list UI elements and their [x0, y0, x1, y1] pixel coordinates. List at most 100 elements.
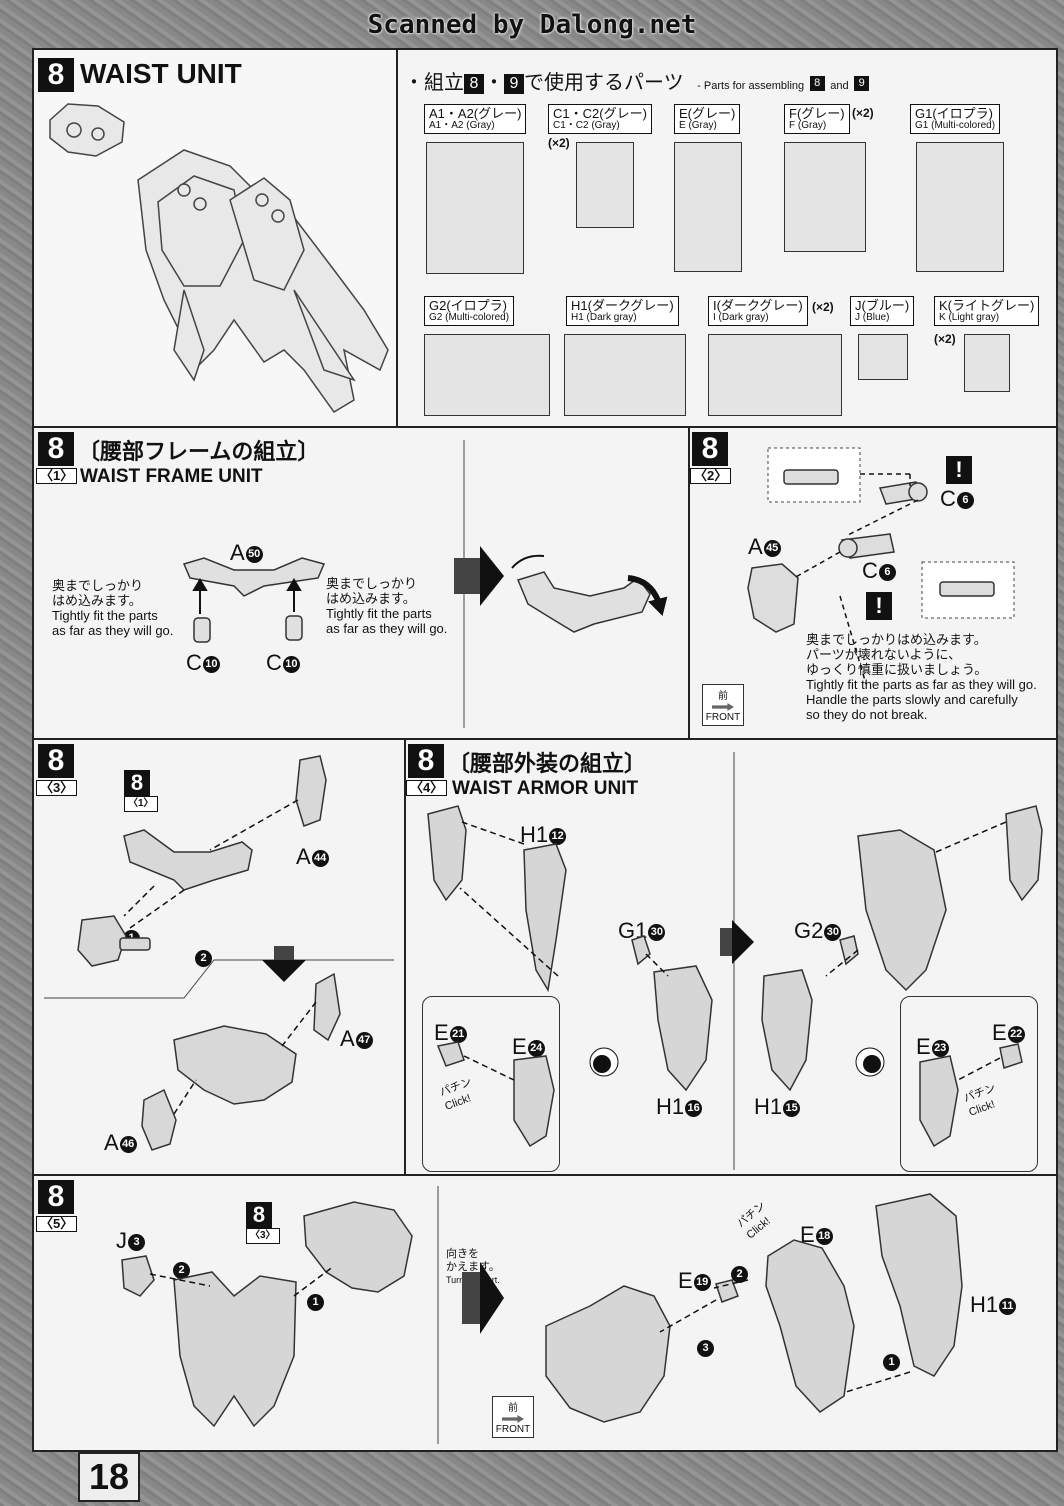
scan-credit: Scanned by Dalong.net [367, 10, 697, 40]
main-step-title: WAIST UNIT [80, 58, 242, 89]
runner-label-e: E(グレー)E (Gray) [674, 104, 741, 134]
runner-label-a: A1・A2(グレー)A1・A2 (Gray) [424, 104, 527, 134]
step5-order-1-right: 1 [883, 1354, 900, 1371]
waist-unit-illustration [49, 103, 389, 413]
step-8-2-note: 奥までしっかりはめ込みます。パーツが壊れないように、ゆっくり慎重に扱いましょう。… [806, 632, 1037, 722]
step-8-5-diagram [121, 1186, 963, 1444]
runner-j-sprue [858, 334, 908, 380]
step-8-5-ref-substep: 〈3〉 [246, 1228, 280, 1244]
page-number: 18 [78, 1452, 140, 1502]
step-8-2-number: 8 [692, 432, 728, 466]
part-e22-shape [999, 1043, 1023, 1069]
assembled-frame-shape [173, 1025, 297, 1105]
part-g2-30-shape [839, 935, 859, 966]
parts-step-b: 9 [504, 73, 524, 94]
step-8-5-substep: 〈5〉 [36, 1216, 78, 1232]
runner-label-g1: G1(イロプラ)G1 (Multi-colored) [910, 104, 1001, 134]
step-8-3-substep: 〈3〉 [36, 780, 78, 796]
runner-c-sprue [576, 142, 634, 228]
step5-order-2-right: 2 [731, 1266, 748, 1283]
step-8-4-substep: 〈4〉 [406, 780, 448, 796]
runner-c-multiplier: (×2) [548, 136, 570, 150]
right-armor-h1-shape [857, 829, 947, 992]
step-8-3-ref-number: 8 [124, 770, 150, 796]
step-8-3-panel: 8 〈3〉 8 〈1〉 A44 A47 A46 1 2 [34, 740, 406, 1176]
part-c10-right-shape [285, 615, 303, 641]
part-e24-shape [513, 1055, 555, 1148]
step-8-1-title-en: WAIST FRAME UNIT [80, 466, 263, 487]
runner-label-c: C1・C2(グレー)C1・C2 (Gray) [548, 104, 652, 134]
waist-armor-pair-shape [173, 1271, 297, 1428]
part-h1-12-shape [523, 843, 567, 993]
step-8-1-diagram [182, 440, 668, 728]
part-a44-shape [295, 755, 327, 827]
sub-detail-box-right [900, 996, 1038, 1172]
runner-f-sprue [784, 142, 866, 252]
parts-step-a: 8 [464, 73, 484, 94]
step-8-4-number: 8 [408, 744, 444, 778]
part-a45-assembled-shape [77, 915, 127, 967]
part-a50-shape [182, 557, 326, 597]
runner-label-h1: H1(ダークグレー)H1 (Dark gray) [566, 296, 679, 326]
runner-f-multiplier: (×2) [852, 106, 874, 120]
runner-label-f: F(グレー)F (Gray) [784, 104, 850, 134]
part-a45-shape [747, 563, 799, 633]
runner-label-j: J(ブルー)J (Blue) [850, 296, 915, 326]
part-h1-11-shape [875, 1193, 963, 1377]
step-8-5-number: 8 [38, 1180, 74, 1214]
part-e19-shape [715, 1279, 739, 1303]
step-8-1-title-jp: 〔腰部フレームの組立〕 [78, 439, 320, 464]
step-8-4-title-jp: 〔腰部外装の組立〕 [448, 751, 647, 776]
step-8-1-substep: 〈1〉 [36, 468, 78, 484]
step-8-3-number: 8 [38, 744, 74, 778]
right-inner-frame-shape [1005, 805, 1043, 902]
waist-unit-title-panel: 8 WAIST UNIT [34, 50, 398, 428]
main-step-number: 8 [38, 58, 74, 92]
runner-h1-sprue [564, 334, 686, 416]
warning-icon-top: ! [946, 456, 972, 484]
runner-e-sprue [674, 142, 742, 272]
step-8-4-diagram [427, 752, 1043, 1170]
runner-label-g2: G2(イロプラ)G2 (Multi-colored) [424, 296, 515, 326]
runner-g2-sprue [424, 334, 550, 416]
part-h1-15-shape [761, 969, 813, 1092]
waist-core-shape [303, 1201, 413, 1293]
left-inner-frame-shape [427, 805, 467, 902]
sub-detail-box-left [422, 996, 560, 1172]
warning-icon-bottom: ! [866, 592, 892, 620]
part-g1-30-shape [631, 935, 651, 966]
part-h1-16-shape [653, 965, 713, 1092]
runner-g1-sprue [916, 142, 1004, 272]
assembled-waist-shape [545, 1285, 671, 1423]
parts-list-title-jp: ・組立 [404, 72, 464, 94]
part-j3-shape [121, 1255, 155, 1297]
part-c10-left-shape [193, 617, 211, 643]
step-8-1-number: 8 [38, 432, 74, 466]
step-8-4-title-en: WAIST ARMOR UNIT [452, 778, 639, 799]
